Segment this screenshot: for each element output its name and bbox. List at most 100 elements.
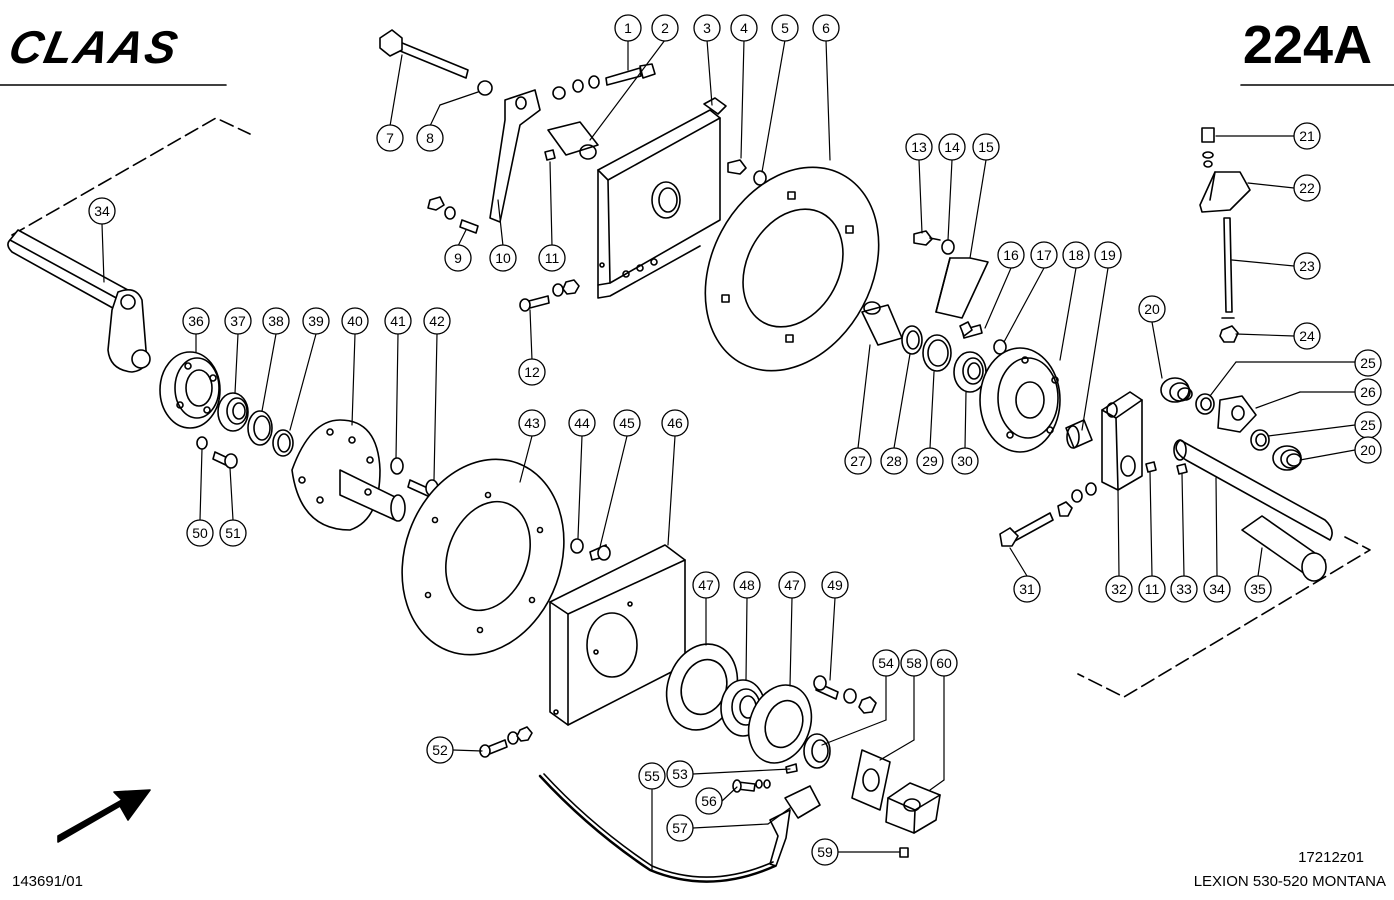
callout-11: 11 [1138, 575, 1166, 603]
callout-33: 33 [1170, 575, 1198, 603]
plate-58 [851, 749, 891, 811]
callout-circle [666, 814, 694, 842]
callout-circle [341, 307, 369, 335]
callout-circle [695, 787, 723, 815]
callout-circle [1354, 436, 1382, 464]
callout-21: 21 [1293, 122, 1321, 150]
callout-circle [302, 307, 330, 335]
callout-46: 46 [661, 409, 689, 437]
callout-20: 20 [1138, 295, 1166, 323]
bolt-51 [212, 451, 238, 469]
ring-28 [901, 325, 923, 355]
washer-25a [1195, 393, 1215, 415]
callout-57: 57 [666, 814, 694, 842]
callout-18: 18 [1062, 241, 1090, 269]
callout-label: 34 [1209, 581, 1225, 597]
callout-label: 25 [1360, 417, 1376, 433]
ring-39-inner [277, 433, 291, 453]
callout-label: 50 [192, 525, 208, 541]
callout-43: 43 [518, 409, 546, 437]
callout-32: 32 [1105, 575, 1133, 603]
bolt-45 [589, 544, 611, 561]
callout-label: 16 [1003, 247, 1019, 263]
callout-label: 53 [672, 766, 688, 782]
callout-circle [426, 736, 454, 764]
callout-label: 29 [922, 453, 938, 469]
callout-label: 19 [1100, 247, 1116, 263]
callout-circle [730, 14, 758, 42]
callout-circle [1293, 322, 1321, 350]
callout-label: 28 [886, 453, 902, 469]
ring-38-inner [253, 415, 271, 441]
callout-label: 20 [1360, 442, 1376, 458]
callout-label: 44 [574, 415, 590, 431]
tube-35 [1241, 515, 1327, 582]
callout-label: 21 [1299, 128, 1315, 144]
callout-circle [844, 447, 872, 475]
drawing-ref: 17212z01 [1298, 849, 1364, 866]
callout-circle [384, 307, 412, 335]
rod-23 [1221, 217, 1235, 319]
callout-44: 44 [568, 409, 596, 437]
callout-label: 31 [1019, 581, 1035, 597]
callout-circle [219, 519, 247, 547]
callout-circle [930, 649, 958, 677]
callout-circle [262, 307, 290, 335]
key-33 [1176, 463, 1188, 475]
callout-16: 16 [997, 241, 1025, 269]
ring-29 [922, 334, 952, 372]
callout-15: 15 [972, 133, 1000, 161]
sensor-57 [769, 785, 821, 867]
washer-14 [941, 239, 955, 255]
callout-label: 7 [386, 130, 394, 146]
callout-47: 47 [778, 571, 806, 599]
callout-label: 26 [1360, 384, 1376, 400]
callout-circle [423, 307, 451, 335]
callout-label: 48 [739, 577, 755, 593]
callout-circle [693, 14, 721, 42]
doc-number: 143691/01 [12, 873, 83, 890]
callout-circle [666, 760, 694, 788]
callout-2: 2 [651, 14, 679, 42]
shaft-34-left [7, 229, 151, 373]
callout-circle [518, 358, 546, 386]
callout-41: 41 [384, 307, 412, 335]
callout-56: 56 [695, 787, 723, 815]
callout-circle [182, 307, 210, 335]
dashed-frame-left [11, 117, 251, 236]
callout-circle [1354, 378, 1382, 406]
callout-30: 30 [951, 447, 979, 475]
callout-label: 9 [454, 250, 462, 266]
washer-8 [477, 80, 493, 96]
callout-label: 4 [740, 20, 748, 36]
callout-47: 47 [692, 571, 720, 599]
callout-circle [416, 124, 444, 152]
bolt-9 [427, 196, 479, 234]
callout-label: 38 [268, 313, 284, 329]
callout-59: 59 [811, 838, 839, 866]
bolt-1 [605, 63, 656, 86]
bolt-12 [519, 279, 580, 312]
callout-label: 22 [1299, 180, 1315, 196]
callout-14: 14 [938, 133, 966, 161]
block-26 [1217, 395, 1257, 433]
callout-50: 50 [186, 519, 214, 547]
callout-circle [518, 409, 546, 437]
callout-label: 25 [1360, 355, 1376, 371]
page-code: 224A [1242, 15, 1372, 75]
nut-row-top [552, 75, 600, 100]
callout-circle [489, 244, 517, 272]
callout-label: 11 [545, 250, 560, 266]
callout-label: 35 [1250, 581, 1266, 597]
callout-circle [880, 447, 908, 475]
shaft-34-right [1173, 439, 1333, 541]
pin-59 [899, 847, 909, 858]
callout-circle [1203, 575, 1231, 603]
callout-label: 51 [225, 525, 241, 541]
callout-label: 15 [978, 139, 994, 155]
callout-label: 58 [906, 655, 922, 671]
callout-label: 6 [822, 20, 830, 36]
callout-49: 49 [821, 571, 849, 599]
callout-circle [778, 571, 806, 599]
